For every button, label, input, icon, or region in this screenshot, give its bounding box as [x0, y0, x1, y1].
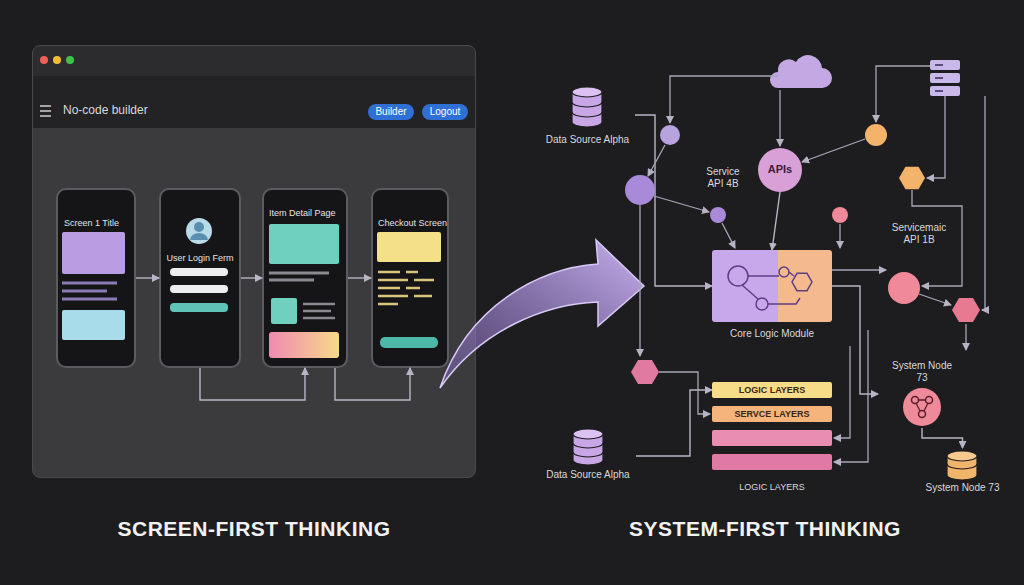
- layer-band: LOGIC LAYERS: [712, 382, 832, 398]
- screen-title: User Login Ferm: [163, 253, 237, 264]
- database-icon: [573, 429, 603, 465]
- button-label: Builder: [368, 106, 414, 118]
- connector: [136, 277, 159, 278]
- phone-screen: User Login Ferm: [159, 188, 241, 368]
- cloud-icon: [770, 55, 832, 88]
- node-label: System Node 73: [890, 360, 954, 384]
- layer-label: LOGIC LAYERS: [712, 482, 832, 493]
- button-label: Logout: [422, 106, 468, 118]
- node-label: Core Logic Module: [712, 328, 832, 340]
- network-node: [625, 124, 980, 384]
- node-label: APIs: [758, 163, 802, 176]
- database-icon: [947, 451, 977, 480]
- server-icon: [930, 60, 960, 96]
- screen-content: [170, 218, 228, 312]
- connector: [200, 368, 305, 400]
- service-label: Servicemaic API 1B: [886, 222, 952, 246]
- wire: [640, 66, 985, 462]
- node-label: System Node 73: [915, 482, 1010, 494]
- connector: [335, 368, 410, 400]
- core-module-graphic: [728, 266, 812, 310]
- screen-title: Screen 1 Title: [64, 218, 132, 229]
- section-title: SYSTEM-FIRST THINKING: [565, 516, 965, 541]
- connector: [832, 286, 878, 394]
- layer-band: [712, 454, 832, 470]
- toolbar-button: Logout: [422, 104, 468, 120]
- menu-icon: [40, 106, 51, 116]
- screen-content: [62, 232, 125, 340]
- screen-title: Item Detail Page: [269, 208, 343, 219]
- database-icon: [572, 87, 602, 127]
- system-node-icon: [903, 388, 941, 426]
- node-label: Data Source Alpha: [540, 469, 636, 481]
- service-label: Service API 4B: [700, 166, 746, 190]
- screen-content: [377, 232, 441, 348]
- band-label: SERVCE LAYERS: [712, 409, 832, 420]
- connector: [348, 277, 371, 278]
- connector: [241, 277, 262, 278]
- core-module: Core Logic Module: [712, 250, 832, 322]
- layer-band: SERVCE LAYERS: [712, 406, 832, 422]
- window-dots: [40, 56, 74, 64]
- api-circle: [758, 148, 802, 192]
- screen-title: Checkout Screen: [378, 218, 446, 229]
- section-title: SCREEN-FIRST THINKING: [54, 516, 454, 541]
- screen-content: [269, 224, 339, 358]
- node-label: Data Source Alpha: [540, 134, 635, 146]
- window-title: No-code builder: [63, 103, 263, 117]
- band-label: LOGIC LAYERS: [712, 385, 832, 396]
- connector: [922, 428, 963, 448]
- phone-screen: Screen 1 Title: [56, 188, 136, 368]
- connector: [772, 192, 780, 250]
- layer-band: [712, 430, 832, 446]
- connector: [636, 390, 712, 456]
- transition-arrow: [440, 240, 644, 388]
- toolbar-button: Builder: [368, 104, 414, 120]
